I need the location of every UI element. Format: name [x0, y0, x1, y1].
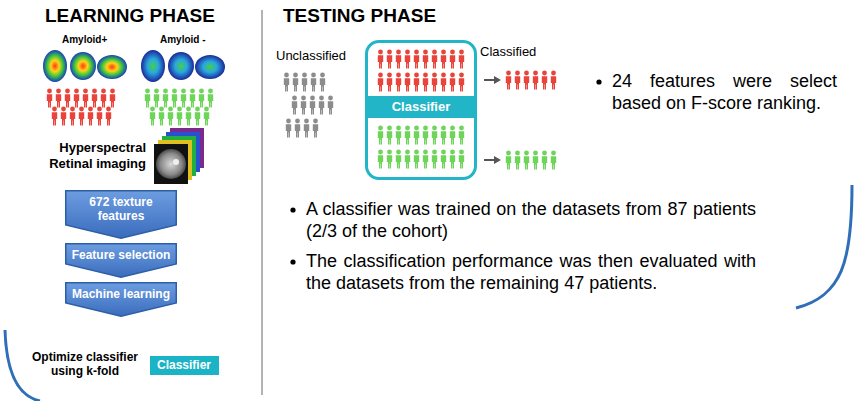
retina-fundus	[156, 149, 186, 179]
frame-curve	[5, 330, 40, 401]
node-text: Machine learning	[71, 287, 171, 301]
group-label: Unclassified	[276, 48, 346, 64]
people-group	[284, 118, 320, 138]
pet-sagittal	[195, 55, 225, 79]
classifier-panel: Classifier	[365, 40, 477, 180]
bullet-note: The classification performance was then …	[306, 250, 756, 294]
pet-axial	[43, 50, 67, 82]
bullet-dot	[290, 207, 295, 212]
phase-heading: LEARNING PHASE	[45, 4, 215, 27]
output-arrow	[484, 79, 495, 81]
classifier-box: Classifier	[150, 356, 219, 375]
people-group	[290, 95, 335, 115]
frame-curve	[796, 185, 852, 308]
people-icons	[284, 118, 320, 138]
people-icons	[282, 72, 327, 92]
group-label: Amyloid+	[62, 34, 107, 46]
people-group	[376, 72, 466, 92]
people-group	[143, 88, 215, 108]
step-label: Optimize classifier using k-fold	[24, 350, 146, 378]
bullet-dot	[290, 259, 295, 264]
people-icons	[504, 70, 558, 90]
arrow-outline	[66, 244, 177, 278]
people-icons	[376, 149, 466, 169]
people-icons	[504, 150, 558, 170]
people-group	[376, 125, 466, 145]
people-icons	[45, 88, 117, 108]
arrow-head	[494, 76, 501, 84]
group-label: Amyloid -	[160, 34, 206, 46]
process-arrow: 672 texture features	[65, 190, 177, 239]
pet-sagittal	[97, 55, 127, 79]
phase-divider	[261, 10, 263, 395]
people-group	[148, 106, 211, 126]
people-group	[50, 106, 113, 126]
people-icons	[376, 125, 466, 145]
people-group	[504, 70, 558, 90]
pet-images-positive	[43, 50, 127, 82]
retina-frame	[154, 144, 188, 184]
people-icons	[376, 49, 466, 69]
people-icons	[376, 72, 466, 92]
node-text: Classifier	[368, 96, 474, 118]
people-icons	[143, 88, 215, 108]
pet-axial	[141, 50, 165, 82]
node-text: 672 texture features	[71, 195, 171, 223]
process-arrow: Machine learning	[65, 282, 177, 317]
people-group	[45, 88, 117, 108]
phase-heading: TESTING PHASE	[283, 4, 436, 27]
output-arrow	[484, 159, 495, 161]
hyperspectral-cube	[154, 128, 204, 184]
pet-coronal	[70, 52, 96, 80]
arrow-outline	[66, 191, 177, 239]
people-icons	[290, 95, 335, 115]
people-icons	[50, 106, 113, 126]
people-icons	[148, 106, 211, 126]
optic-disc	[173, 159, 179, 165]
bullet-dot	[596, 79, 601, 84]
people-group	[376, 49, 466, 69]
node-text: Classifier	[157, 358, 212, 373]
arrow-head	[494, 156, 501, 164]
bullet-note: 24 features were select based on F-score…	[612, 70, 837, 114]
step-label: Hyperspectral Retinal imaging	[36, 140, 146, 172]
bullet-note: A classifier was trained on the datasets…	[306, 198, 756, 242]
process-arrow: Feature selection	[65, 243, 177, 278]
node-text: Feature selection	[71, 248, 171, 262]
pet-images-negative	[141, 50, 225, 82]
people-group	[282, 72, 327, 92]
group-label: Classified	[480, 44, 536, 60]
arrow-outline	[66, 283, 177, 317]
pet-coronal	[168, 52, 194, 80]
people-group	[504, 150, 558, 170]
people-group	[376, 149, 466, 169]
